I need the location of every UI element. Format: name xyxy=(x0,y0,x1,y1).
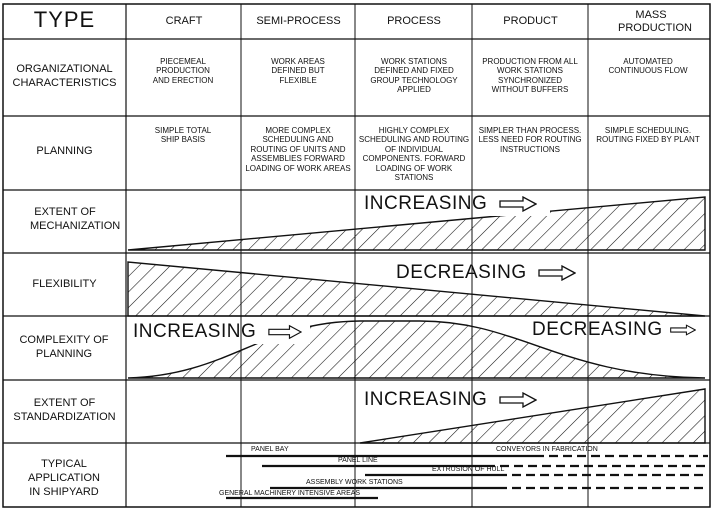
type-label: TYPE xyxy=(33,7,96,32)
complexity-trend-left-label: INCREASING xyxy=(133,321,257,342)
col-mass-production: MASS PRODUCTION xyxy=(618,9,692,34)
planning-cell-semi-process: MORE COMPLEX SCHEDULING AND ROUTING OF U… xyxy=(245,126,351,173)
app-panel-bay: PANEL BAY xyxy=(251,446,289,453)
planning-cell-craft: SIMPLE TOTAL SHIP BASIS xyxy=(154,126,212,145)
col-semi-process: SEMI-PROCESS xyxy=(256,15,341,27)
row-label-flexibility: FLEXIBILITY xyxy=(32,278,97,290)
right-arrow-icon xyxy=(670,323,697,337)
org-cell-semi-process: WORK AREAS DEFINED BUT FLEXIBLE xyxy=(271,57,325,85)
app-conveyors: CONVEYORS IN FABRICATION xyxy=(496,446,598,453)
row-label-standardization: EXTENT OF STANDARDIZATION xyxy=(13,397,116,423)
org-cell-process: WORK STATIONS DEFINED AND FIXED GROUP TE… xyxy=(370,57,458,95)
mechanization-trend: INCREASING xyxy=(364,193,538,215)
right-arrow-icon xyxy=(499,195,538,212)
mechanization-trend-label: INCREASING xyxy=(364,193,488,214)
planning-cell-product: SIMPLER THAN PROCESS. LESS NEED FOR ROUT… xyxy=(478,126,582,154)
org-cell-mass-production: AUTOMATED CONTINUOUS FLOW xyxy=(608,57,688,76)
app-panel-line: PANEL LINE xyxy=(338,457,378,464)
flexibility-trend: DECREASING xyxy=(396,262,577,284)
row-label-planning: PLANNING xyxy=(36,145,93,157)
complexity-curve xyxy=(127,320,706,379)
app-general-machinery: GENERAL MACHINERY INTENSIVE AREAS xyxy=(219,490,361,497)
standardization-trend: INCREASING xyxy=(364,389,538,411)
complexity-trend-left: INCREASING xyxy=(133,321,303,343)
complexity-trend-right-label: DECREASING xyxy=(532,319,663,340)
application-bars xyxy=(226,454,708,500)
app-assembly: ASSEMBLY WORK STATIONS xyxy=(306,479,403,486)
complexity-trend-right: DECREASING xyxy=(532,319,697,341)
row-label-organizational: ORGANIZATIONAL CHARACTERISTICS xyxy=(12,63,117,89)
table-grid xyxy=(2,3,711,508)
right-arrow-icon xyxy=(268,324,303,340)
org-cell-craft: PIECEMEAL PRODUCTION AND ERECTION xyxy=(152,57,214,85)
planning-cell-process: HIGHLY COMPLEX SCHEDULING AND ROUTING OF… xyxy=(358,126,470,183)
col-process: PROCESS xyxy=(387,15,441,27)
row-label-complexity: COMPLEXITY OF PLANNING xyxy=(19,334,109,360)
mechanization-wedge xyxy=(127,196,706,251)
row-label-application: TYPICAL APPLICATION IN SHIPYARD xyxy=(28,458,100,498)
flexibility-trend-label: DECREASING xyxy=(396,262,527,283)
standardization-trend-label: INCREASING xyxy=(364,389,488,410)
right-arrow-icon xyxy=(499,391,538,408)
col-craft: CRAFT xyxy=(165,15,203,27)
org-cell-product: PRODUCTION FROM ALL WORK STATIONS SYNCHR… xyxy=(482,57,578,95)
right-arrow-icon xyxy=(538,264,577,281)
col-product: PRODUCT xyxy=(503,15,558,27)
app-extrusion: EXTRUSION OF HULL xyxy=(432,466,505,473)
row-label-mechanization: EXTENT OF MECHANIZATION xyxy=(30,206,121,232)
planning-cell-mass-production: SIMPLE SCHEDULING. ROUTING FIXED BY PLAN… xyxy=(596,126,700,145)
